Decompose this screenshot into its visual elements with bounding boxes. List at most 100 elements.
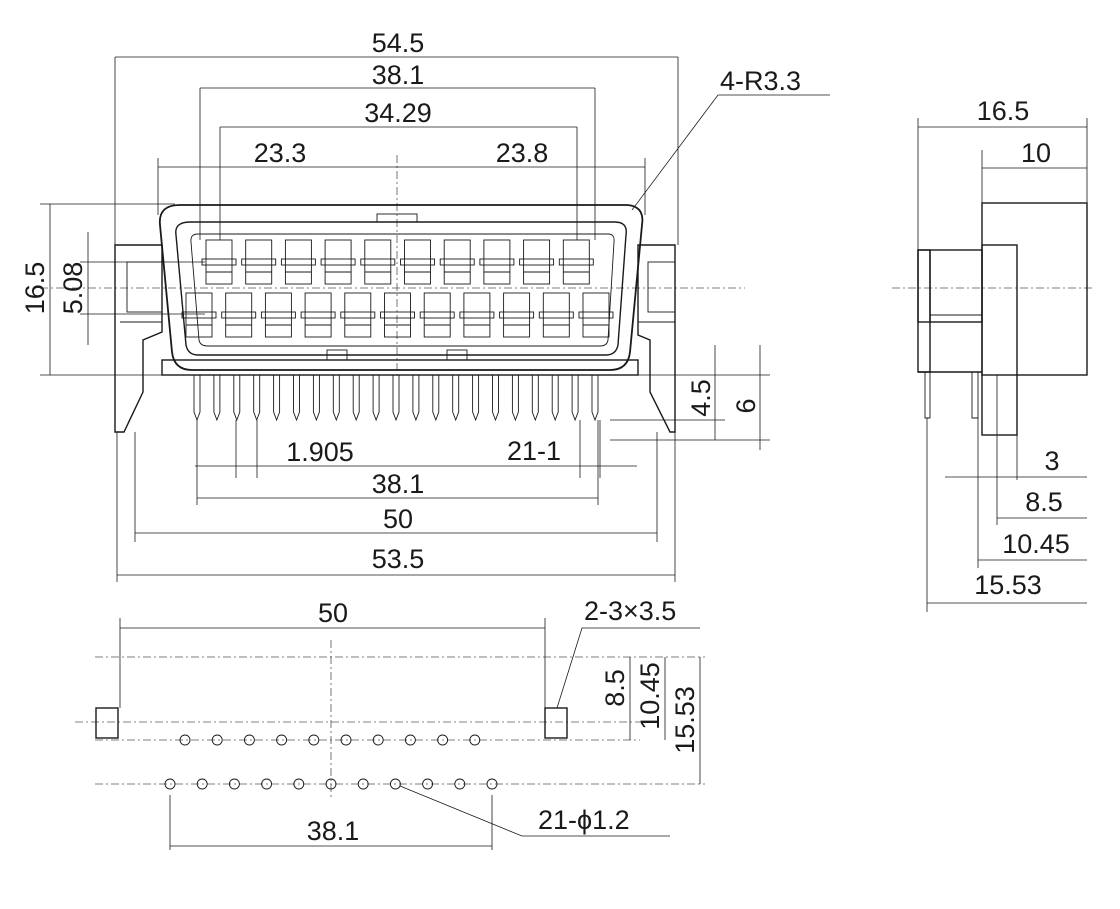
- pin: [193, 375, 201, 422]
- pin: [472, 375, 480, 422]
- pin-hole: [196, 778, 208, 790]
- pin-hole: [486, 778, 498, 790]
- pin: [352, 375, 360, 422]
- contact-top: [360, 239, 396, 285]
- dim-23-8: 23.8: [496, 138, 549, 168]
- dim-15-53-side: 15.53: [974, 570, 1042, 600]
- pin-hole: [437, 734, 449, 746]
- contact-bottom: [300, 292, 336, 338]
- contact-bottom: [459, 292, 495, 338]
- pin-row: [193, 375, 599, 422]
- pin-hole: [293, 778, 305, 790]
- dim-4-5: 4.5: [686, 379, 716, 417]
- pin: [312, 375, 320, 422]
- pcb-footprint: 50 2-3×3.5 8.5 10.45 15.53 21-ϕ1.2 38.1: [75, 596, 705, 850]
- dim-5-08: 5.08: [58, 262, 88, 315]
- dim-10-45-footprint: 10.45: [635, 662, 665, 730]
- pin-hole: [179, 734, 191, 746]
- pin-hole: [404, 734, 416, 746]
- dim-8-5-side: 8.5: [1025, 487, 1063, 517]
- pin: [452, 375, 460, 422]
- contact-bottom: [538, 292, 574, 338]
- dim-34-29: 34.29: [364, 98, 432, 128]
- contact-bottom: [260, 292, 296, 338]
- contact-bottom: [181, 292, 217, 338]
- dim-38-1-bottom: 38.1: [372, 469, 425, 499]
- contact-top: [400, 239, 435, 285]
- dim-16-5-side: 16.5: [977, 96, 1030, 126]
- contact-bottom: [221, 292, 257, 338]
- shell-outer: [158, 204, 644, 371]
- pin: [432, 375, 440, 422]
- contact-top: [558, 239, 594, 285]
- dim-1-905: 1.905: [286, 437, 354, 467]
- dim-23-3: 23.3: [254, 138, 307, 168]
- dim-2-3x3-5: 2-3×3.5: [584, 596, 676, 626]
- pin: [492, 375, 499, 422]
- pin-hole-array: [164, 734, 498, 790]
- dim-3: 3: [1044, 446, 1059, 476]
- pin: [551, 375, 559, 422]
- pin-hole: [276, 734, 288, 746]
- dim-21-phi-1-2: 21-ϕ1.2: [538, 805, 630, 835]
- contact-top: [241, 239, 277, 285]
- pin-hole: [469, 734, 481, 746]
- dim-4-r3-3: 4-R3.3: [720, 66, 801, 96]
- pin-hole: [308, 734, 320, 746]
- dim-10-45-side: 10.45: [1002, 529, 1070, 559]
- pin-hole: [357, 778, 369, 790]
- pin: [213, 375, 221, 422]
- dim-21-1: 21-1: [507, 436, 561, 466]
- pin-hole: [325, 778, 337, 790]
- left-bracket: [114, 244, 163, 433]
- pin: [293, 375, 300, 422]
- contact-top: [201, 239, 237, 285]
- dim-54-5: 54.5: [372, 28, 425, 58]
- pin: [392, 375, 400, 422]
- pin-hole: [389, 778, 401, 790]
- shell-inner: [175, 221, 627, 356]
- pin-hole: [211, 734, 223, 746]
- dim-53-5: 53.5: [372, 544, 425, 574]
- contact-array: [181, 239, 614, 338]
- pin: [372, 375, 380, 422]
- mount-hole-left: [95, 707, 119, 739]
- pin-hole: [228, 778, 240, 790]
- pin: [233, 375, 241, 422]
- side-view: 16.5 10 3 8.5 10.45 15.53: [892, 96, 1095, 612]
- front-view: 54.5 38.1 34.29 23.3 23.8 4-R3.3 16.5 5.…: [20, 28, 830, 582]
- pin-hole: [422, 778, 434, 790]
- dim-15-53-footprint: 15.53: [670, 686, 700, 754]
- dim-50-front: 50: [383, 504, 413, 534]
- contact-top: [280, 239, 316, 285]
- contact-top: [479, 239, 515, 285]
- pin: [511, 375, 519, 422]
- contact-bottom: [340, 292, 376, 338]
- pin-hole: [261, 778, 273, 790]
- pin-hole: [372, 734, 384, 746]
- front-dims: [40, 56, 770, 582]
- contact-bottom: [499, 292, 535, 338]
- contact-top: [320, 239, 356, 285]
- dim-16-5-front: 16.5: [20, 262, 50, 315]
- base-strip: [161, 359, 639, 376]
- pin-hole: [340, 734, 352, 746]
- dim-10: 10: [1021, 138, 1051, 168]
- pin: [591, 375, 599, 422]
- pin-hole: [164, 778, 176, 790]
- contact-bottom: [380, 292, 415, 338]
- pin: [273, 375, 281, 422]
- contact-top: [519, 239, 555, 285]
- dim-6: 6: [731, 398, 761, 413]
- pin: [571, 375, 579, 422]
- pin: [332, 375, 340, 422]
- pin-hole: [243, 734, 255, 746]
- pin-hole: [454, 778, 466, 790]
- pin: [531, 375, 539, 422]
- contact-top: [439, 239, 475, 285]
- right-bracket: [637, 244, 676, 433]
- contact-bottom: [578, 292, 614, 338]
- pin: [253, 375, 261, 422]
- dim-38-1-top: 38.1: [372, 60, 425, 90]
